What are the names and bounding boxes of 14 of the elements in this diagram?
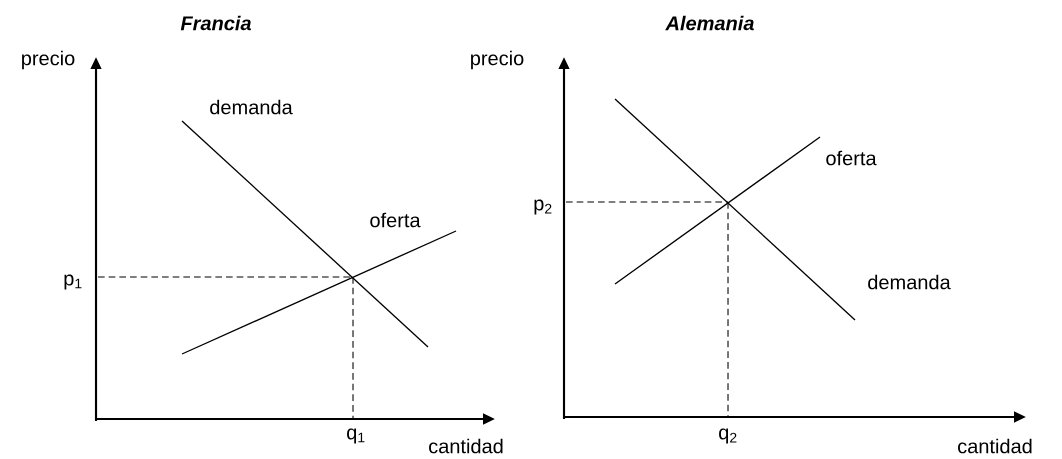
- axis-label: demanda: [868, 274, 951, 290]
- axis-label: q$_{2}$: [719, 428, 737, 444]
- axis-label: cantidad: [429, 438, 503, 454]
- panel-title: Alemania: [665, 15, 754, 31]
- axis-label: precio: [22, 50, 75, 70]
- axis-label: oferta: [370, 212, 421, 228]
- axis-label: precio: [471, 50, 524, 70]
- axis-label: p$_{1}$: [64, 274, 82, 290]
- axis-label: p$_{2}$: [534, 199, 552, 215]
- axis-label: q$_{1}$: [347, 428, 365, 444]
- panel-title: Francia: [180, 15, 251, 31]
- axis-label: demanda: [210, 99, 293, 115]
- axis-label: cantidad: [958, 438, 1032, 454]
- axis-label: oferta: [826, 150, 877, 166]
